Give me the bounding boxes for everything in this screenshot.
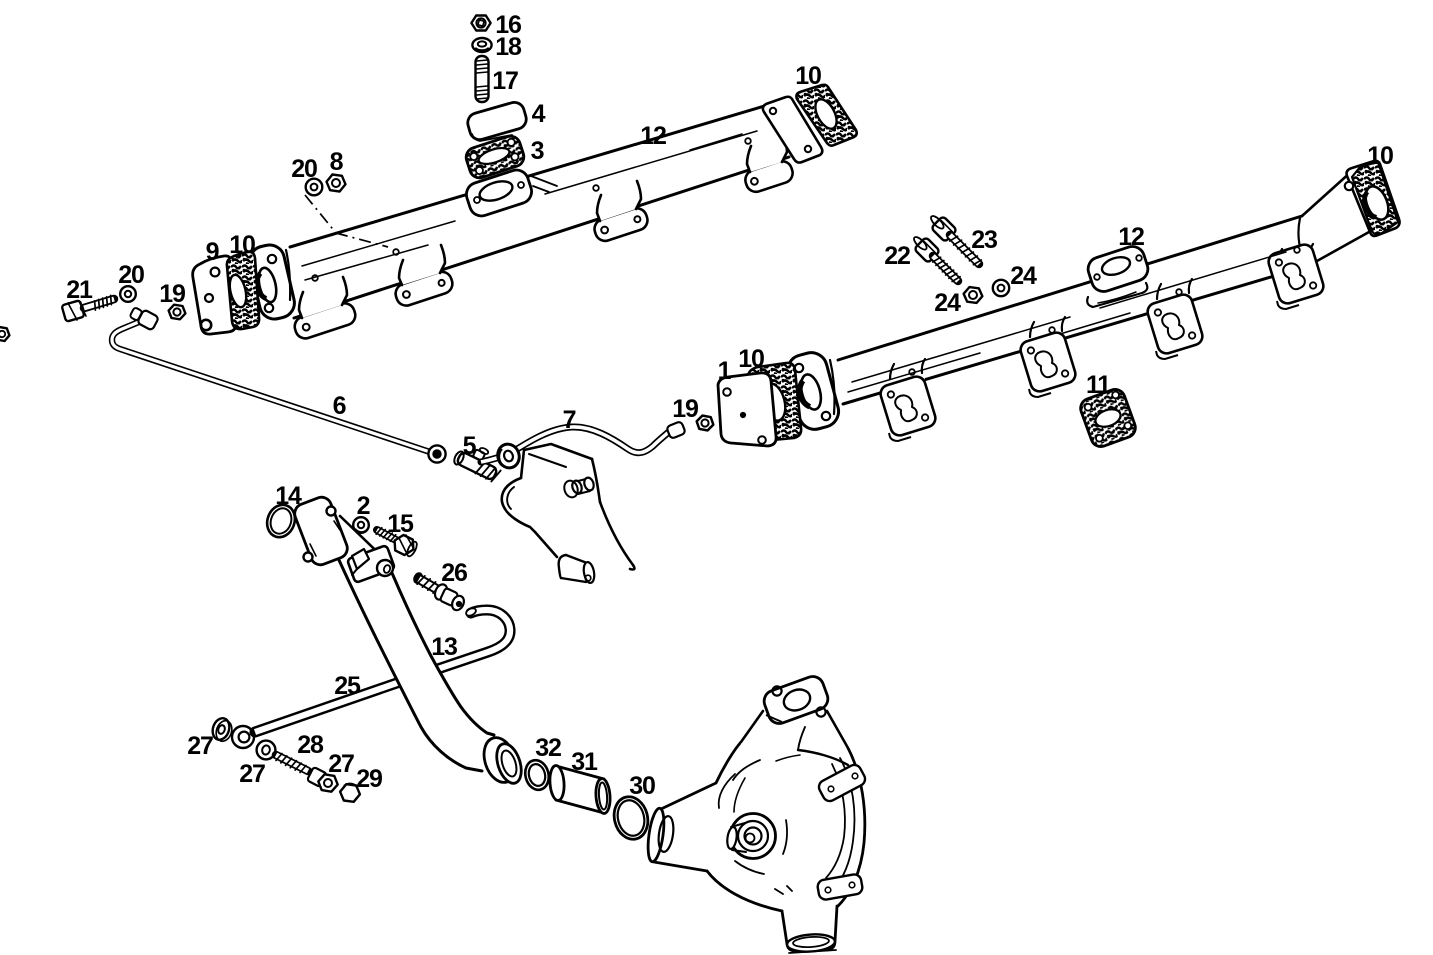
svg-text:16: 16 bbox=[495, 11, 521, 39]
svg-text:12: 12 bbox=[1118, 223, 1144, 251]
svg-text:20: 20 bbox=[291, 155, 317, 183]
svg-text:12: 12 bbox=[640, 122, 666, 150]
svg-text:5: 5 bbox=[463, 432, 477, 460]
svg-text:19: 19 bbox=[159, 280, 185, 308]
svg-text:29: 29 bbox=[356, 765, 382, 793]
svg-text:25: 25 bbox=[334, 672, 361, 700]
svg-text:9: 9 bbox=[206, 238, 219, 266]
svg-text:21: 21 bbox=[66, 276, 93, 304]
svg-text:4: 4 bbox=[532, 100, 546, 128]
svg-text:31: 31 bbox=[571, 748, 598, 776]
svg-text:27: 27 bbox=[328, 750, 354, 778]
svg-text:18: 18 bbox=[495, 33, 522, 61]
svg-text:19: 19 bbox=[672, 395, 698, 423]
svg-text:17: 17 bbox=[492, 67, 518, 95]
svg-text:1: 1 bbox=[718, 357, 732, 385]
svg-text:23: 23 bbox=[971, 226, 997, 254]
svg-text:6: 6 bbox=[333, 392, 346, 420]
svg-text:26: 26 bbox=[441, 559, 467, 587]
svg-text:27: 27 bbox=[187, 732, 213, 760]
svg-text:10: 10 bbox=[738, 345, 764, 373]
svg-text:27: 27 bbox=[239, 760, 265, 788]
svg-text:24: 24 bbox=[1010, 262, 1037, 290]
svg-text:28: 28 bbox=[297, 731, 324, 759]
svg-text:3: 3 bbox=[531, 137, 544, 165]
svg-text:10: 10 bbox=[1367, 142, 1393, 170]
svg-text:10: 10 bbox=[229, 231, 255, 259]
svg-text:22: 22 bbox=[884, 242, 910, 270]
svg-text:8: 8 bbox=[330, 148, 344, 176]
svg-text:20: 20 bbox=[118, 261, 144, 289]
svg-text:13: 13 bbox=[431, 633, 457, 661]
svg-text:14: 14 bbox=[275, 482, 302, 510]
svg-text:11: 11 bbox=[1086, 371, 1111, 399]
svg-text:15: 15 bbox=[387, 510, 414, 538]
svg-text:7: 7 bbox=[563, 406, 576, 434]
svg-text:2: 2 bbox=[357, 492, 370, 520]
svg-text:10: 10 bbox=[795, 62, 821, 90]
svg-text:30: 30 bbox=[629, 772, 655, 800]
svg-text:32: 32 bbox=[535, 734, 561, 762]
svg-text:24: 24 bbox=[934, 289, 961, 317]
